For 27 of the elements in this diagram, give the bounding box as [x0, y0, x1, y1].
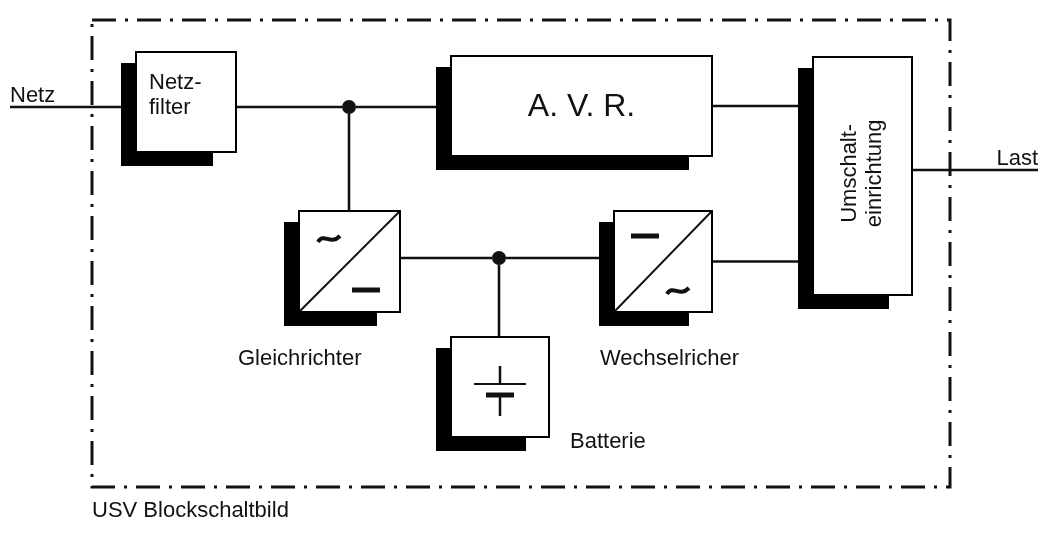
- connector-line: [506, 256, 599, 260]
- converter-box: [599, 210, 713, 326]
- connector-line: [10, 105, 121, 109]
- component-label: Gleichrichter: [238, 345, 362, 370]
- connector-line: [356, 105, 436, 109]
- component-label: Batterie: [570, 428, 646, 453]
- process-box: [798, 56, 913, 309]
- converter-box: [436, 336, 550, 451]
- box-label: A. V. R.: [526, 86, 637, 124]
- connector-line: [237, 105, 342, 109]
- terminal-label: Netz: [10, 82, 56, 107]
- converter-box: [284, 210, 401, 326]
- connector-line: [713, 260, 798, 263]
- box-label: Netz- filter: [149, 69, 203, 120]
- junction-dot: [342, 100, 356, 114]
- component-label: Wechselricher: [600, 345, 739, 370]
- connector-line: [347, 114, 351, 210]
- connector-line: [713, 104, 798, 108]
- junction-dot: [492, 251, 506, 265]
- connector-line: [401, 256, 492, 260]
- box-label: Umschalt- einrichtung: [835, 118, 886, 230]
- connector-line: [497, 265, 501, 336]
- terminal-label: Last: [996, 145, 1038, 170]
- connector-line: [913, 168, 1038, 172]
- process-box: [436, 55, 713, 170]
- process-box: [121, 51, 237, 166]
- diagram-caption: USV Blockschaltbild: [92, 497, 289, 522]
